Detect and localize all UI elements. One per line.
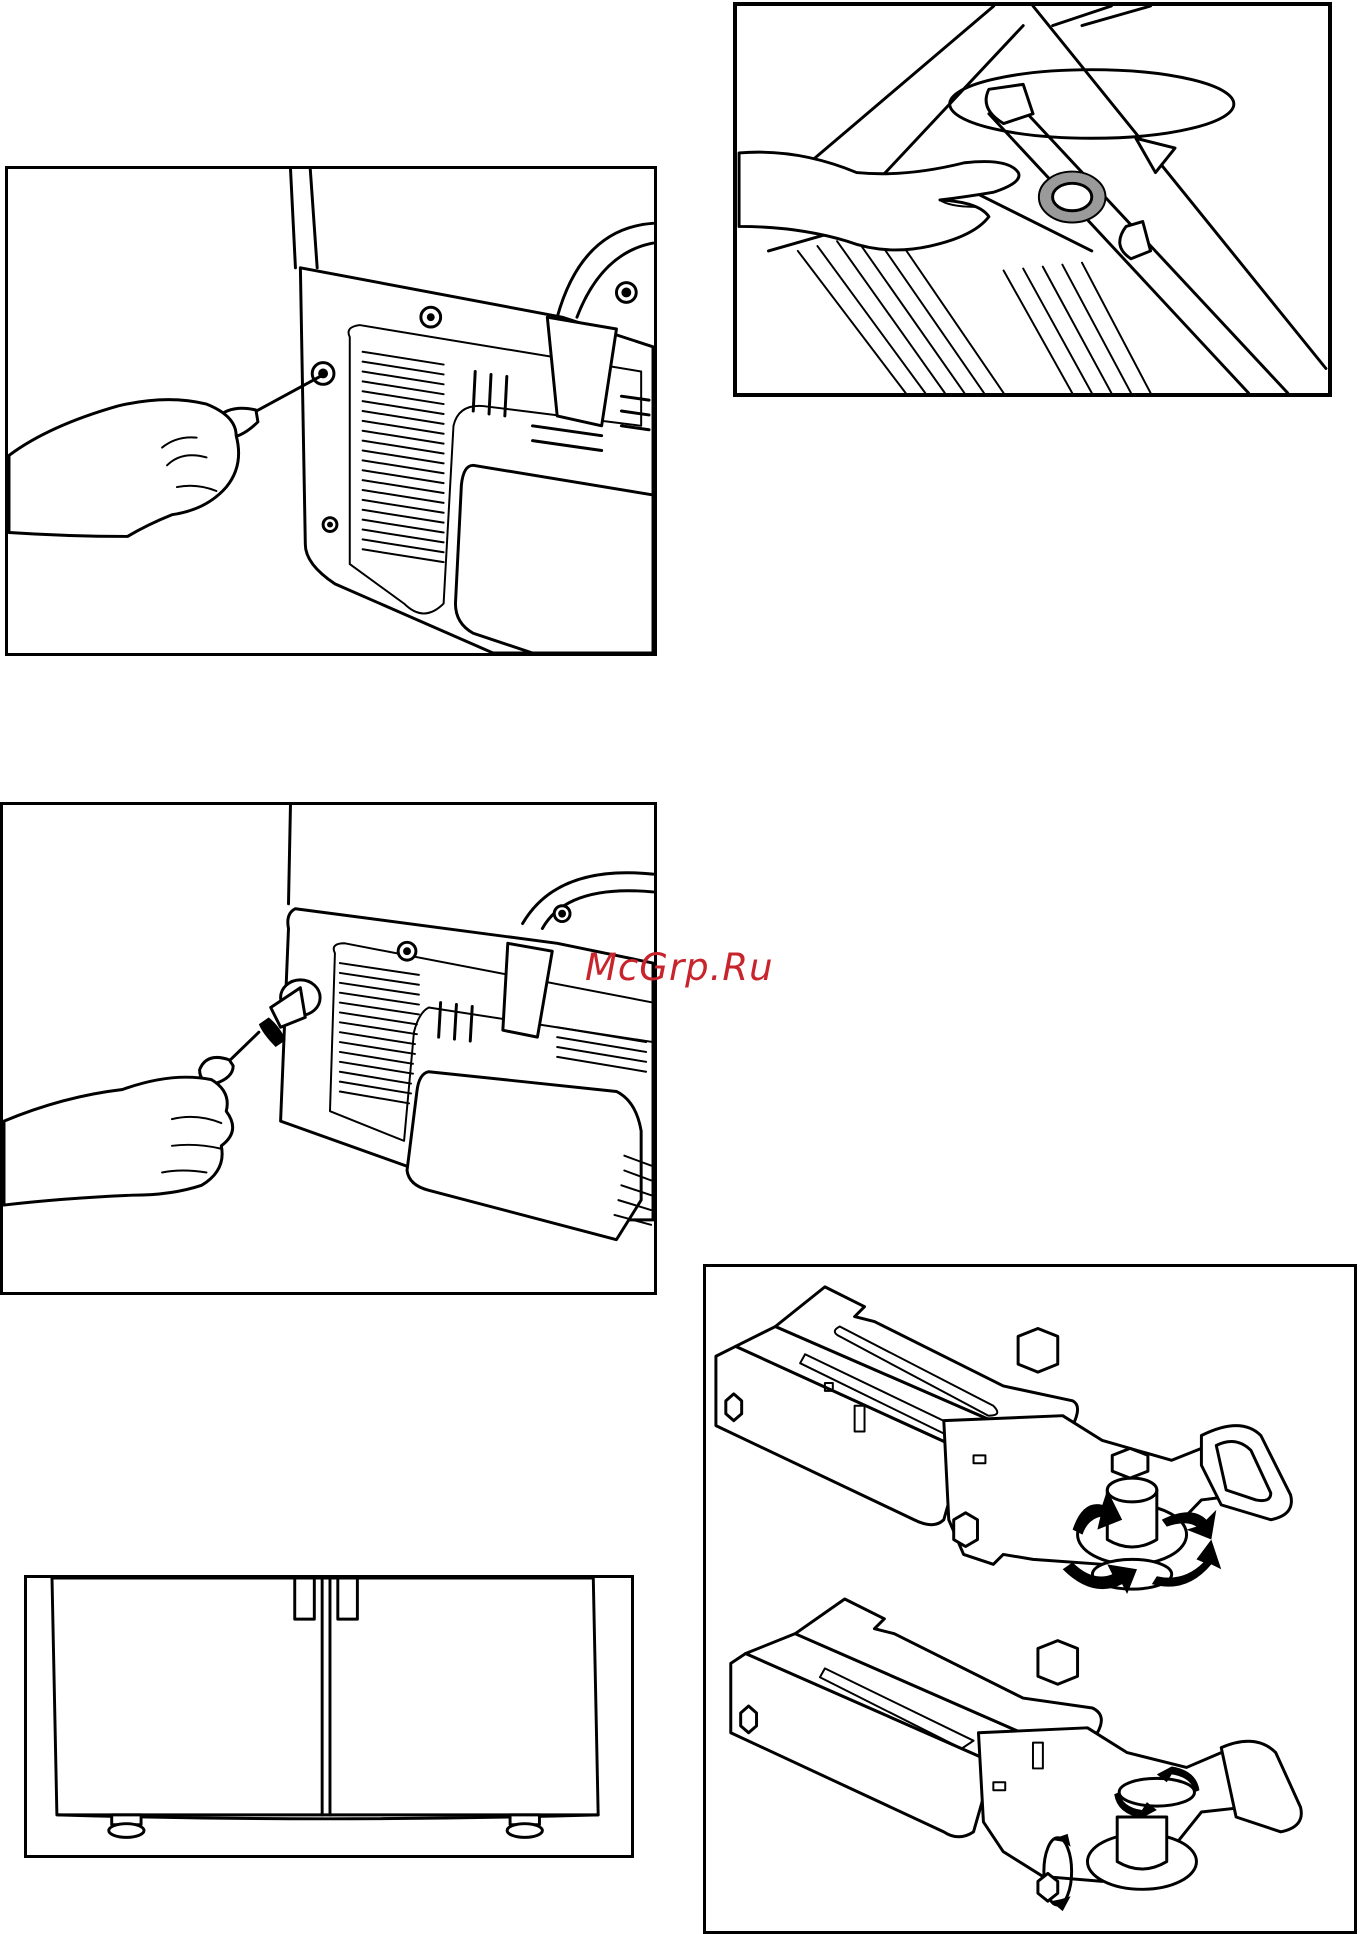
illustration-appliance-feet	[24, 1575, 634, 1858]
illustration-rear-panel-cap	[0, 802, 657, 1295]
illustration-rear-panel-screw	[5, 166, 657, 656]
watermark-text: McGrp.Ru	[585, 946, 774, 989]
illustration-hinge-bracket-rotation	[703, 1264, 1357, 1934]
adjustable-foot-icon	[27, 1578, 631, 1855]
rotate-arrow-icon	[737, 6, 1328, 393]
illustration-hinge-cover-rotate	[733, 2, 1332, 397]
screwdriver-icon	[3, 805, 654, 1292]
screwdriver-icon	[8, 169, 654, 653]
rotation-arrows-icon	[706, 1267, 1354, 1931]
